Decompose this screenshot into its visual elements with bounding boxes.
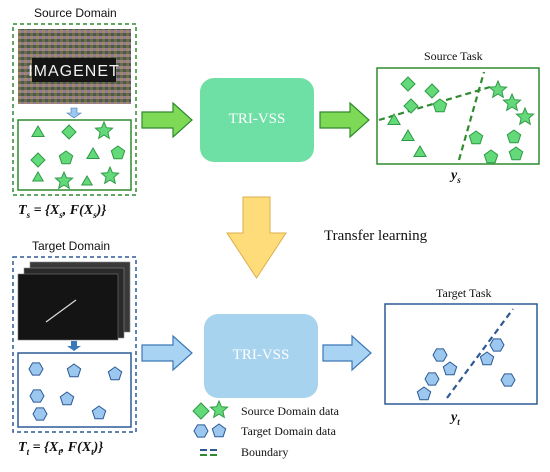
model-bottom-label: TRI-VSS (232, 347, 290, 363)
model-to-target-task-arrow (322, 334, 372, 372)
model-to-source-task-arrow (319, 101, 370, 139)
source-task-point (400, 76, 416, 92)
source-domain-title: Source Domain (34, 6, 117, 20)
source-task-points (387, 76, 535, 164)
source-task-point (413, 145, 427, 157)
source-task-point (432, 98, 448, 113)
source-formula: Ts = {Xs, F(Xs)} (18, 203, 107, 220)
target-task-title: Target Task (436, 286, 492, 300)
target-to-model-arrow (141, 334, 193, 372)
source-point (86, 147, 100, 159)
source-point (94, 120, 114, 140)
legend-pentagon-icon (211, 423, 227, 438)
target-formula: Tt = {Xt, F(Xt)} (18, 440, 104, 457)
source-task-point (468, 130, 484, 145)
source-boundary-2 (457, 71, 486, 161)
source-task-output: ys (451, 168, 461, 185)
source-data-points (30, 120, 126, 190)
target-task-output: yt (451, 410, 460, 427)
target-point (28, 362, 44, 376)
target-task-point (489, 338, 505, 352)
target-point (29, 389, 45, 403)
source-task-point (401, 129, 415, 141)
source-task-point (508, 146, 524, 161)
source-point (58, 150, 74, 165)
source-point (30, 152, 46, 168)
source-task-point (387, 113, 401, 125)
source-point (61, 124, 77, 140)
legend-target-label: Target Domain data (241, 424, 336, 438)
model-bottom (204, 314, 318, 398)
ship-wake (45, 299, 77, 323)
imagenet-logo: IMAGENET (28, 63, 120, 80)
target-task-point (442, 361, 458, 376)
target-point (32, 407, 48, 421)
source-point (110, 145, 126, 160)
model-top-label: TRI-VSS (228, 111, 286, 127)
source-task-point (403, 98, 419, 114)
source-point (31, 171, 45, 182)
target-task-point (432, 348, 448, 362)
source-task-point (515, 106, 535, 126)
target-down-arrow (67, 341, 81, 351)
target-point (59, 391, 75, 406)
target-domain-frame (12, 256, 137, 433)
imagenet-logo-band (32, 58, 116, 82)
target-point (66, 363, 82, 378)
transfer-learning-label: Transfer learning (324, 228, 428, 244)
target-point (91, 405, 107, 420)
source-task-point (488, 79, 508, 99)
source-point (31, 125, 45, 137)
model-top (200, 78, 314, 162)
legend-boundary-label: Boundary (241, 445, 289, 459)
source-task-point (502, 92, 522, 112)
source-to-model-arrow (141, 101, 193, 139)
legend-source-label: Source Domain data (241, 404, 339, 418)
target-task-point (416, 386, 432, 401)
transfer-learning-arrow (226, 196, 287, 279)
target-boundary (446, 308, 514, 399)
target-data-points (28, 362, 123, 421)
target-task-point (479, 351, 495, 366)
target-task-point (424, 372, 440, 386)
source-task-point (506, 129, 522, 144)
legend-icons (192, 399, 229, 438)
source-task-point (424, 83, 440, 99)
target-task-points (416, 338, 516, 401)
target-task-point (500, 373, 516, 387)
source-task-point (483, 149, 499, 164)
target-domain-title: Target Domain (32, 239, 111, 253)
source-point (54, 170, 74, 190)
legend-hexagon-icon (193, 424, 209, 438)
source-task-title: Source Task (424, 49, 483, 63)
source-down-arrow (66, 107, 82, 119)
legend-diamond-icon (192, 402, 210, 420)
source-point (80, 175, 94, 186)
legend-star-icon (209, 399, 229, 419)
sar-image (17, 273, 119, 341)
target-point (107, 366, 123, 381)
target-task-box (384, 303, 538, 405)
source-point (100, 165, 120, 185)
